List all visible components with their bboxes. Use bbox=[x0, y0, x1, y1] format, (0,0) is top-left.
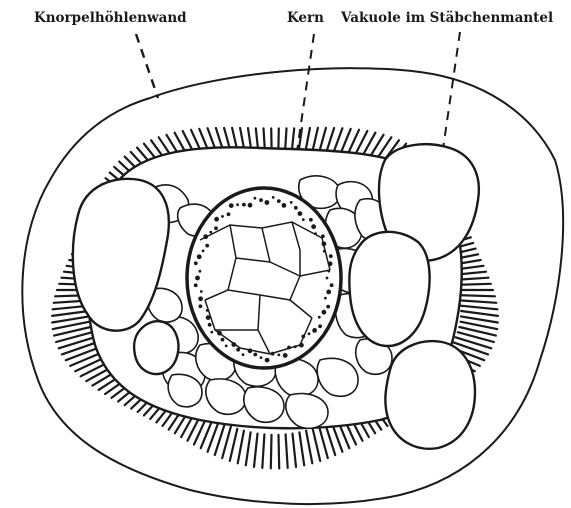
chromatin-granule bbox=[197, 254, 202, 259]
rod-stroke bbox=[306, 431, 312, 464]
nucleus bbox=[187, 188, 341, 368]
vacuole-right-middle bbox=[349, 232, 429, 346]
rod-stroke bbox=[461, 311, 498, 316]
rod-stroke bbox=[246, 432, 251, 465]
rod-stroke bbox=[262, 434, 264, 468]
chromatin-granule bbox=[253, 353, 257, 357]
chromatin-granule bbox=[195, 276, 200, 281]
chromatin-granule bbox=[326, 305, 330, 309]
chromatin-granule bbox=[209, 231, 212, 234]
chromatin-granule bbox=[283, 353, 288, 358]
chromatin-granule bbox=[254, 197, 257, 200]
chromatin-granule bbox=[200, 290, 203, 293]
chromatin-granule bbox=[294, 206, 298, 210]
chromatin-granule bbox=[227, 212, 231, 216]
rod-stroke bbox=[299, 432, 304, 465]
chromatin-granule bbox=[326, 277, 329, 280]
label-vacuole: Vakuole im Stäbchenmantel bbox=[340, 10, 553, 26]
chromatin-granule bbox=[265, 200, 270, 205]
rod-stroke bbox=[238, 431, 244, 464]
rod-stroke bbox=[286, 434, 288, 468]
chromatin-granule bbox=[265, 358, 270, 363]
chromatin-granule bbox=[330, 283, 334, 287]
chromatin-granule bbox=[194, 283, 198, 287]
chromatin-granule bbox=[318, 316, 321, 319]
chromatin-granule bbox=[248, 203, 253, 208]
rod-stroke bbox=[459, 295, 495, 296]
vacuole-right-bottom bbox=[385, 341, 475, 449]
rod-stroke bbox=[52, 316, 89, 322]
chromatin-granule bbox=[199, 270, 202, 273]
chromatin-granule bbox=[329, 254, 333, 258]
leader-line-cartilage-wall bbox=[136, 34, 158, 98]
chromatin-granule bbox=[311, 224, 316, 229]
chromatin-granule bbox=[214, 217, 219, 222]
label-nucleus: Kern bbox=[287, 10, 324, 26]
rod-stroke bbox=[293, 434, 297, 467]
chromatin-granule bbox=[282, 203, 287, 208]
rod-stroke bbox=[62, 342, 97, 354]
label-cartilage-wall: Knorpelhöhlenwand bbox=[34, 10, 187, 26]
rod-stroke bbox=[279, 435, 280, 469]
rod-stroke bbox=[52, 311, 89, 316]
chromatin-granule bbox=[290, 201, 293, 204]
chromatin-granule bbox=[236, 203, 239, 206]
chromatin-granule bbox=[221, 338, 225, 342]
chromatin-granule bbox=[277, 354, 280, 357]
chromatin-granule bbox=[298, 211, 303, 216]
chromatin-granule bbox=[302, 218, 305, 221]
rod-stroke bbox=[254, 434, 258, 467]
chromatin-granule bbox=[272, 196, 275, 199]
chromatin-granule bbox=[208, 323, 212, 327]
chromatin-granule bbox=[225, 345, 228, 348]
chromatin-granule bbox=[260, 356, 263, 359]
chromatin-granule bbox=[202, 250, 205, 253]
chromatin-granule bbox=[309, 218, 313, 222]
rod-stroke bbox=[230, 429, 238, 461]
chromatin-granule bbox=[277, 199, 281, 203]
chromatin-granule bbox=[318, 324, 322, 328]
vacuole-bottom-left bbox=[134, 321, 178, 374]
rod-stroke bbox=[461, 316, 498, 322]
chromatin-granule bbox=[214, 226, 218, 230]
chromatin-granule bbox=[326, 290, 331, 295]
rod-stroke bbox=[271, 435, 272, 469]
chromatin-granule bbox=[324, 297, 327, 300]
chromatin-granule bbox=[308, 332, 311, 335]
rod-stroke bbox=[313, 429, 321, 461]
chromatin-granule bbox=[221, 215, 224, 218]
chromatin-granule bbox=[242, 203, 246, 207]
chromatin-granule bbox=[312, 328, 317, 333]
rod-stroke bbox=[460, 300, 497, 302]
chromatin-granule bbox=[259, 198, 263, 202]
chromatin-granule bbox=[198, 296, 203, 301]
chromatin-granule bbox=[194, 261, 198, 265]
chromatin-granule bbox=[229, 203, 234, 208]
chromatin-granule bbox=[210, 331, 213, 334]
chromatin-granule bbox=[242, 353, 245, 356]
rod-stroke bbox=[461, 306, 498, 310]
chromatin-granule bbox=[205, 244, 209, 248]
chromatin-granule bbox=[199, 304, 203, 308]
chromatin-granule bbox=[322, 310, 327, 315]
